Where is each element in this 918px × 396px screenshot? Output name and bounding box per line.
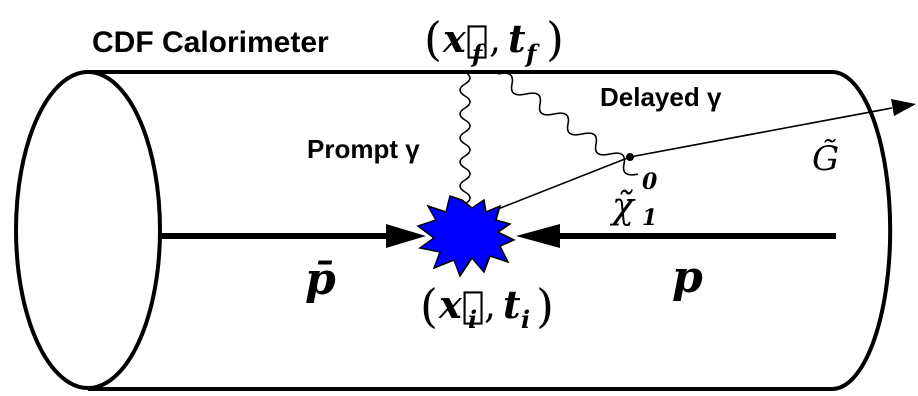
final-position-symbol: x⃗ (442, 16, 488, 61)
initial-position-subscript: i (468, 305, 477, 334)
beam-lines (160, 224, 836, 248)
final-close-paren: ) (546, 12, 564, 66)
final-comma: , (489, 17, 501, 61)
antiproton-arrowhead (386, 224, 426, 248)
prompt-photon-label: Prompt γ (307, 134, 420, 164)
final-open-paren: ( (424, 12, 442, 66)
delayed-photon-line (497, 72, 639, 176)
gravitino-track (629, 107, 893, 158)
neutralino-superscript: 0 (642, 169, 658, 195)
proton-arrowhead (516, 224, 560, 248)
initial-coordinates: ( x⃗ i , t i ) (420, 279, 554, 334)
calorimeter-cylinder (14, 70, 893, 391)
proton-label: p (672, 252, 703, 303)
final-time-symbol: t (508, 16, 526, 61)
final-time-subscript: f (524, 39, 540, 68)
neutralino-subscript: 1 (642, 205, 657, 231)
initial-time-symbol: t (503, 282, 521, 327)
calorimeter-title: CDF Calorimeter (92, 26, 329, 59)
final-coordinates: ( x⃗ f , t f ) (424, 12, 564, 68)
cylinder-front-face (14, 70, 162, 390)
antiproton-label: p̄ (305, 254, 336, 305)
interaction-vertex-star (416, 195, 516, 278)
initial-comma: , (484, 283, 496, 327)
initial-position-symbol: x⃗ (438, 282, 484, 327)
neutralino-label: χ̃ 0 1 (609, 169, 658, 231)
cylinder-back-rim (831, 70, 893, 391)
initial-time-subscript: i (521, 305, 530, 334)
neutralino-symbol: χ̃ (609, 186, 636, 227)
decay-vertex (626, 153, 634, 161)
gravitino-label: G̃ (812, 139, 839, 179)
gravitino-arrowhead (891, 99, 916, 116)
delayed-photon-label: Delayed γ (600, 82, 722, 112)
final-position-subscript: f (470, 39, 486, 68)
initial-open-paren: ( (420, 279, 438, 333)
initial-close-paren: ) (536, 279, 554, 333)
prompt-photon-line (459, 71, 471, 217)
